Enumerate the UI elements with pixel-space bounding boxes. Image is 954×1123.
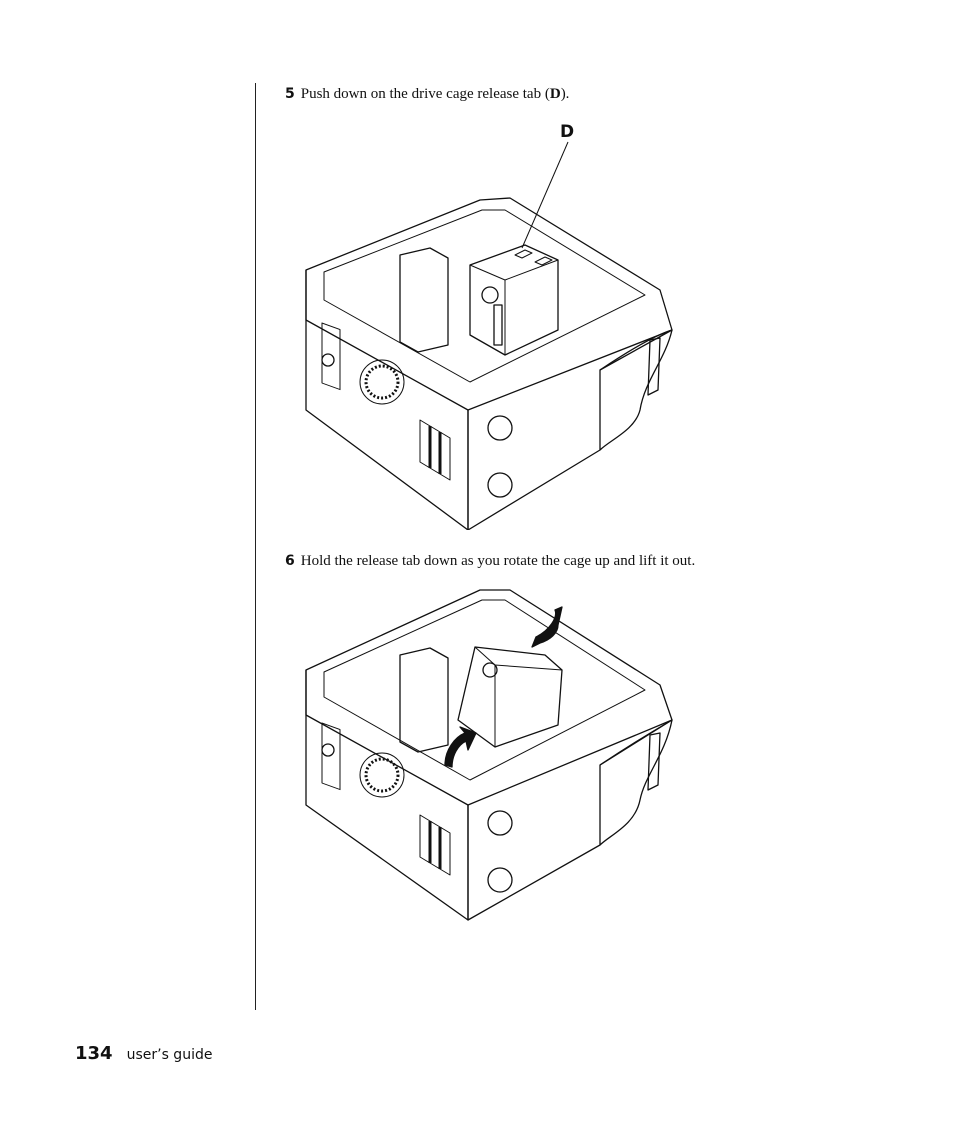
step-5-text-after: ). [560, 86, 570, 102]
fan-vent-grille [364, 364, 400, 400]
cage-vent-1 [514, 249, 533, 259]
case-side-panel [467, 329, 673, 530]
page-number: 134 [75, 1043, 113, 1064]
power-supply-plate [321, 322, 341, 391]
step-5: 5 Push down on the drive cage release tab… [285, 85, 569, 103]
cage-top-edge [494, 664, 563, 671]
drive-bay-left [399, 247, 449, 353]
side-foot-bottom [487, 867, 513, 893]
step-6-text: Hold the release tab down as you rotate … [300, 553, 696, 569]
front-bezel-slot [647, 732, 661, 791]
inner-rim [323, 209, 646, 383]
drive-cage-rotated [457, 646, 563, 748]
step-6: 6 Hold the release tab down as you rotate… [285, 552, 695, 570]
case-illustration-1 [305, 141, 673, 530]
side-foot-top [487, 810, 513, 836]
callout-d-label: D [560, 122, 575, 142]
side-foot-bottom [487, 472, 513, 498]
fan-vent-grille [364, 757, 400, 793]
drive-cage-edge [469, 259, 559, 281]
cage-fastener [481, 286, 499, 304]
fan-vent-circle [359, 752, 405, 798]
figure-rotate-cage-out [300, 585, 680, 925]
case-side-panel [467, 719, 673, 921]
front-bezel [599, 719, 673, 846]
fan-vent-circle [359, 359, 405, 405]
front-bezel-slot [647, 337, 661, 396]
rotate-arrow-top [531, 606, 563, 648]
drive-bay-left [399, 647, 449, 753]
power-switch [321, 743, 335, 757]
case-illustration-2 [305, 589, 673, 921]
expansion-slots [419, 419, 451, 481]
front-bezel [599, 329, 673, 451]
case-back-panel [305, 670, 469, 921]
step-6-number: 6 [285, 553, 295, 569]
inner-rim [323, 599, 646, 781]
side-foot-top [487, 415, 513, 441]
expansion-slots [419, 814, 451, 876]
drive-cage [469, 244, 559, 356]
guide-label: user’s guide [126, 1047, 213, 1063]
case-back-panel [305, 270, 469, 530]
power-supply-plate [321, 722, 341, 791]
step-5-number: 5 [285, 86, 295, 102]
lift-arrow-bottom [444, 726, 477, 768]
step-5-text-before: Push down on the drive cage release tab … [300, 86, 550, 102]
release-tab [493, 304, 503, 346]
step-5-callout-ref: D [549, 86, 561, 102]
power-switch [321, 353, 335, 367]
cage-fastener [482, 662, 498, 678]
margin-rule [255, 83, 256, 1010]
cage-edge [474, 646, 496, 747]
figure-drive-cage-release-tab: D [300, 120, 680, 530]
page-footer: 134 user’s guide [75, 1043, 212, 1064]
case-top-outline [305, 589, 673, 806]
cage-vent-2 [534, 256, 553, 266]
callout-leader-line [521, 141, 569, 249]
case-top-outline [305, 197, 673, 411]
